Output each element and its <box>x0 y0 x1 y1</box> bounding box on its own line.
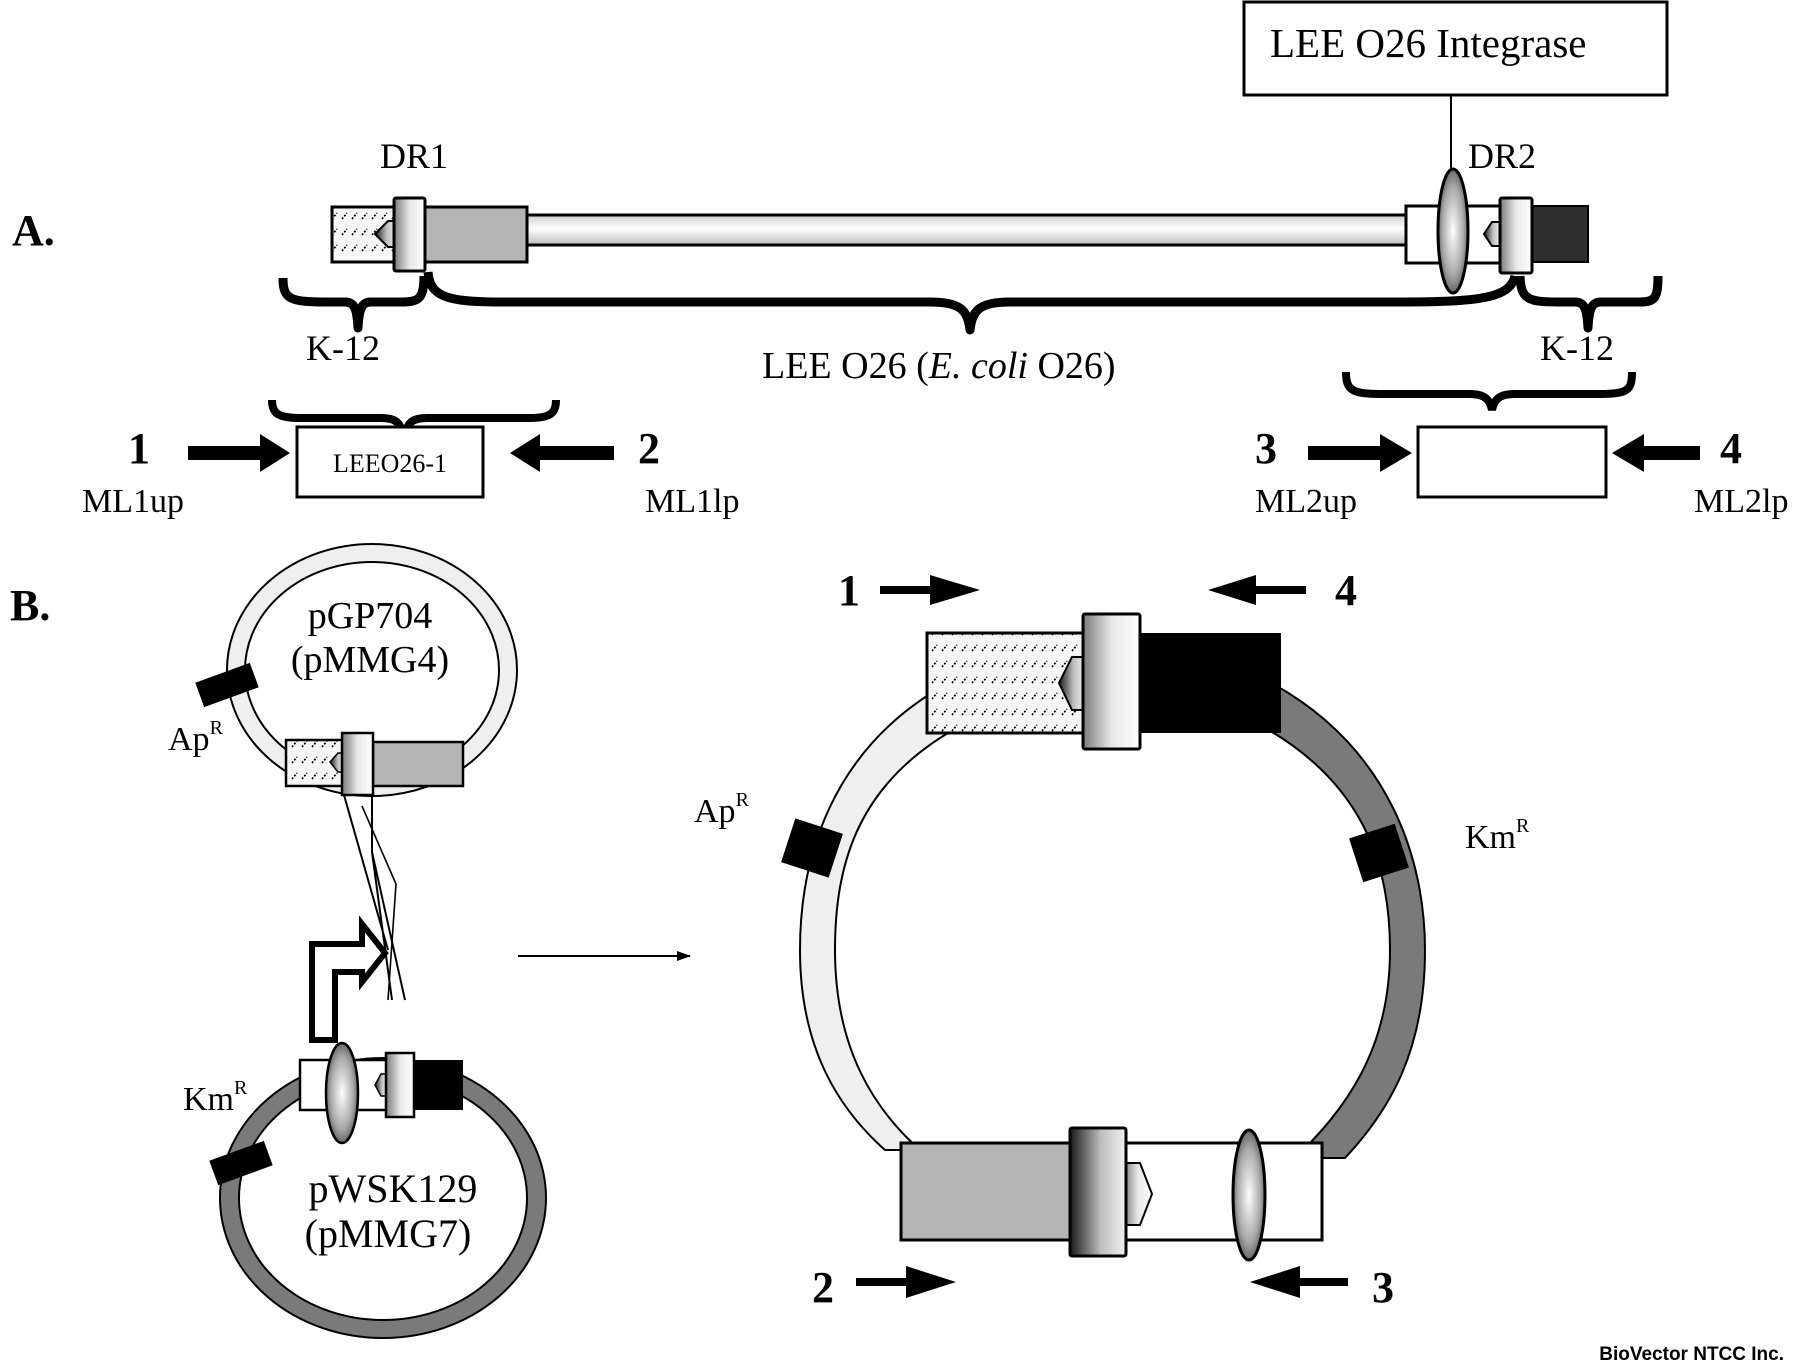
kmr-label-bottom: KmR <box>183 1077 248 1118</box>
apr-marker-cointegrate <box>781 818 843 878</box>
apr-label-cointegrate: ApR <box>694 789 750 830</box>
primer-4-name: ML2lp <box>1694 483 1788 520</box>
co-primer-3-number: 3 <box>1372 1263 1394 1312</box>
plasmid-pwsk129: pWSK129 (pMMG7) KmR <box>183 1041 547 1339</box>
primer-2-number: 2 <box>638 424 660 473</box>
primer-1-arrow-icon <box>188 434 290 472</box>
dr2-repeat-block <box>1498 196 1534 275</box>
primer-4-arrow-icon <box>1612 434 1700 472</box>
dr-block-top <box>1081 612 1142 751</box>
plasmid-bottom-name: pWSK129 <box>309 1166 478 1211</box>
promoter-arrow-icon <box>309 915 389 1043</box>
primer-1-name: ML1up <box>82 483 184 520</box>
kmr-marker-cointegrate <box>1349 823 1409 883</box>
co-primer-4-number: 4 <box>1335 566 1357 615</box>
primer-1-number: 1 <box>128 424 150 473</box>
integrase-label: LEE O26 Integrase <box>1270 20 1587 66</box>
cointegrate-plasmid: ApR KmR 1 4 2 3 <box>694 566 1530 1312</box>
co-primer-1-arrow-icon <box>880 575 980 605</box>
brace-k12-left <box>278 275 429 333</box>
kmr-label-cointegrate: KmR <box>1465 815 1530 856</box>
amplicon-right-box <box>1416 425 1608 499</box>
att-site-cointegrate-icon <box>1231 1128 1267 1262</box>
plasmid-bottom-alias: (pMMG7) <box>305 1211 472 1256</box>
lee-island-tube <box>522 213 1410 247</box>
dr-block-bottom <box>1068 1126 1128 1258</box>
primer-4-number: 4 <box>1720 424 1742 473</box>
k12-right-label: K-12 <box>1540 328 1614 368</box>
plasmid-top-name: pGP704 <box>308 595 433 637</box>
primer-3-arrow-icon <box>1308 434 1412 472</box>
amplicon-left-box <box>295 425 485 499</box>
kmr-marker-bottom <box>209 1140 273 1186</box>
crossover-line-a <box>361 805 397 1001</box>
co-primer-3-arrow-icon <box>1250 1266 1348 1298</box>
panel-a-label: A. <box>12 206 55 255</box>
k12-left-label: K-12 <box>306 328 380 368</box>
panel-b-label: B. <box>10 581 50 630</box>
co-primer-4-arrow-icon <box>1208 575 1306 605</box>
apr-label-top: ApR <box>168 717 224 758</box>
recombination-lines <box>343 794 406 1001</box>
dr1-label: DR1 <box>380 136 448 176</box>
integrase-site-icon <box>1436 167 1470 295</box>
primer-3-name: ML2up <box>1255 483 1357 520</box>
dr2-label: DR2 <box>1468 136 1536 176</box>
co-primer-2-number: 2 <box>812 1263 834 1312</box>
amplicon-left-label: LEEO26-1 <box>333 449 447 478</box>
co-primer-1-number: 1 <box>838 566 860 615</box>
brace-lee-o26 <box>423 271 1520 335</box>
primer-3-number: 3 <box>1255 424 1277 473</box>
brace-amplicon-right <box>1342 371 1636 411</box>
credit-text: BioVector NTCC Inc. <box>1599 1344 1784 1365</box>
lee-left-segment <box>423 205 529 264</box>
integrase-box: LEE O26 Integrase <box>1242 0 1669 97</box>
apr-marker-top <box>195 662 259 708</box>
hatched-k12-segment <box>925 631 1085 735</box>
lee-o26-label: LEE O26 (E. coli O26) <box>762 345 1116 387</box>
dr1-repeat-block <box>392 196 427 273</box>
white-lee-segment <box>1124 1141 1324 1242</box>
k12-flank-right-dark <box>1531 205 1589 263</box>
co-primer-2-arrow-icon <box>856 1266 956 1298</box>
plasmid-pgp704: pGP704 (pMMG4) ApR <box>168 543 518 797</box>
plasmid-top-alias: (pMMG4) <box>291 639 449 681</box>
gray-lee-segment <box>899 1141 1079 1242</box>
primer-2-arrow-icon <box>510 434 614 472</box>
primer-2-name: ML1lp <box>645 483 739 520</box>
brace-k12-right <box>1515 275 1663 333</box>
